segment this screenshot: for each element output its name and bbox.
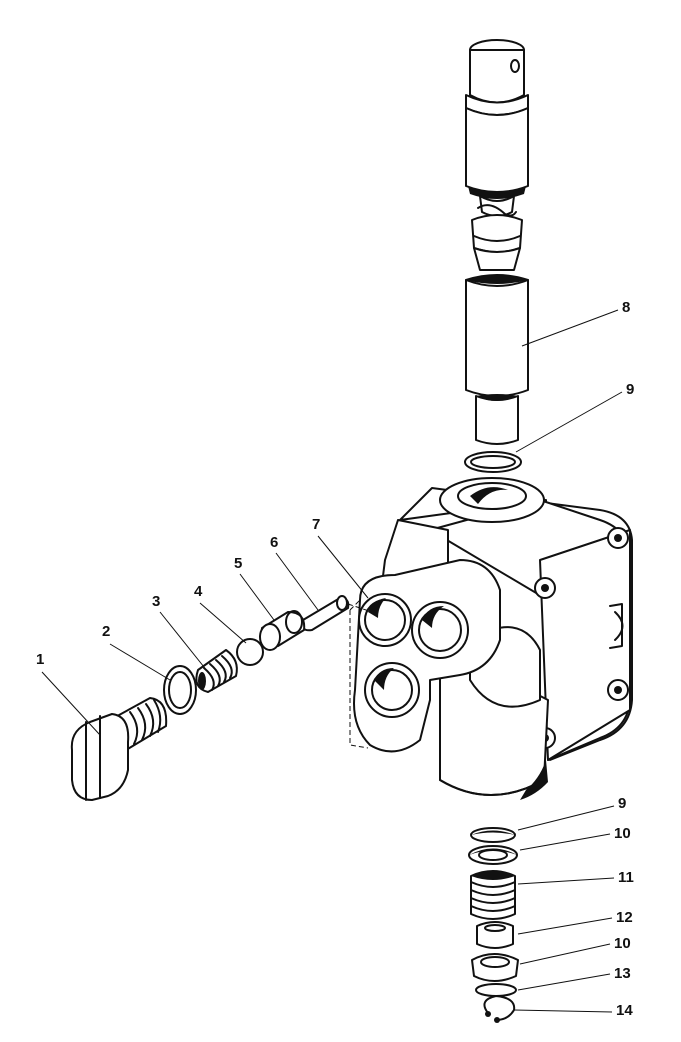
ball-part-4 [236, 638, 264, 666]
callout-10-upper: 10 [614, 825, 631, 842]
valve-body-part-7 [349, 477, 633, 800]
leader-lines [41, 309, 623, 1013]
ring-part-13 [475, 983, 517, 997]
snap-ring-part-14 [483, 995, 516, 1023]
callout-10-lower: 10 [614, 935, 631, 952]
spring-part-3 [195, 649, 238, 693]
o-ring-part-2 [163, 665, 197, 715]
callout-14: 14 [616, 1002, 633, 1019]
callout-12: 12 [616, 909, 633, 926]
spacer-part-12 [476, 921, 514, 949]
callout-8: 8 [622, 299, 631, 316]
callout-9-top: 9 [626, 381, 635, 398]
callout-9-bottom: 9 [618, 795, 627, 812]
callout-5: 5 [234, 555, 243, 572]
poppet-part-5 [259, 610, 306, 651]
callout-11: 11 [618, 869, 634, 886]
o-ring-part-9-bottom [470, 827, 516, 843]
washer-part-10-upper [468, 845, 518, 865]
callout-3: 3 [152, 593, 161, 610]
callout-13: 13 [614, 965, 631, 982]
o-ring-part-9-top [464, 451, 522, 473]
callout-4: 4 [194, 583, 203, 600]
callout-2: 2 [102, 623, 111, 640]
spool-part-8 [465, 39, 529, 445]
washer-part-10-lower [471, 953, 519, 982]
callout-1: 1 [36, 651, 45, 668]
callout-7: 7 [312, 516, 321, 533]
callout-6: 6 [270, 534, 279, 551]
plug-part-1 [70, 697, 168, 801]
spring-part-11 [470, 870, 516, 920]
